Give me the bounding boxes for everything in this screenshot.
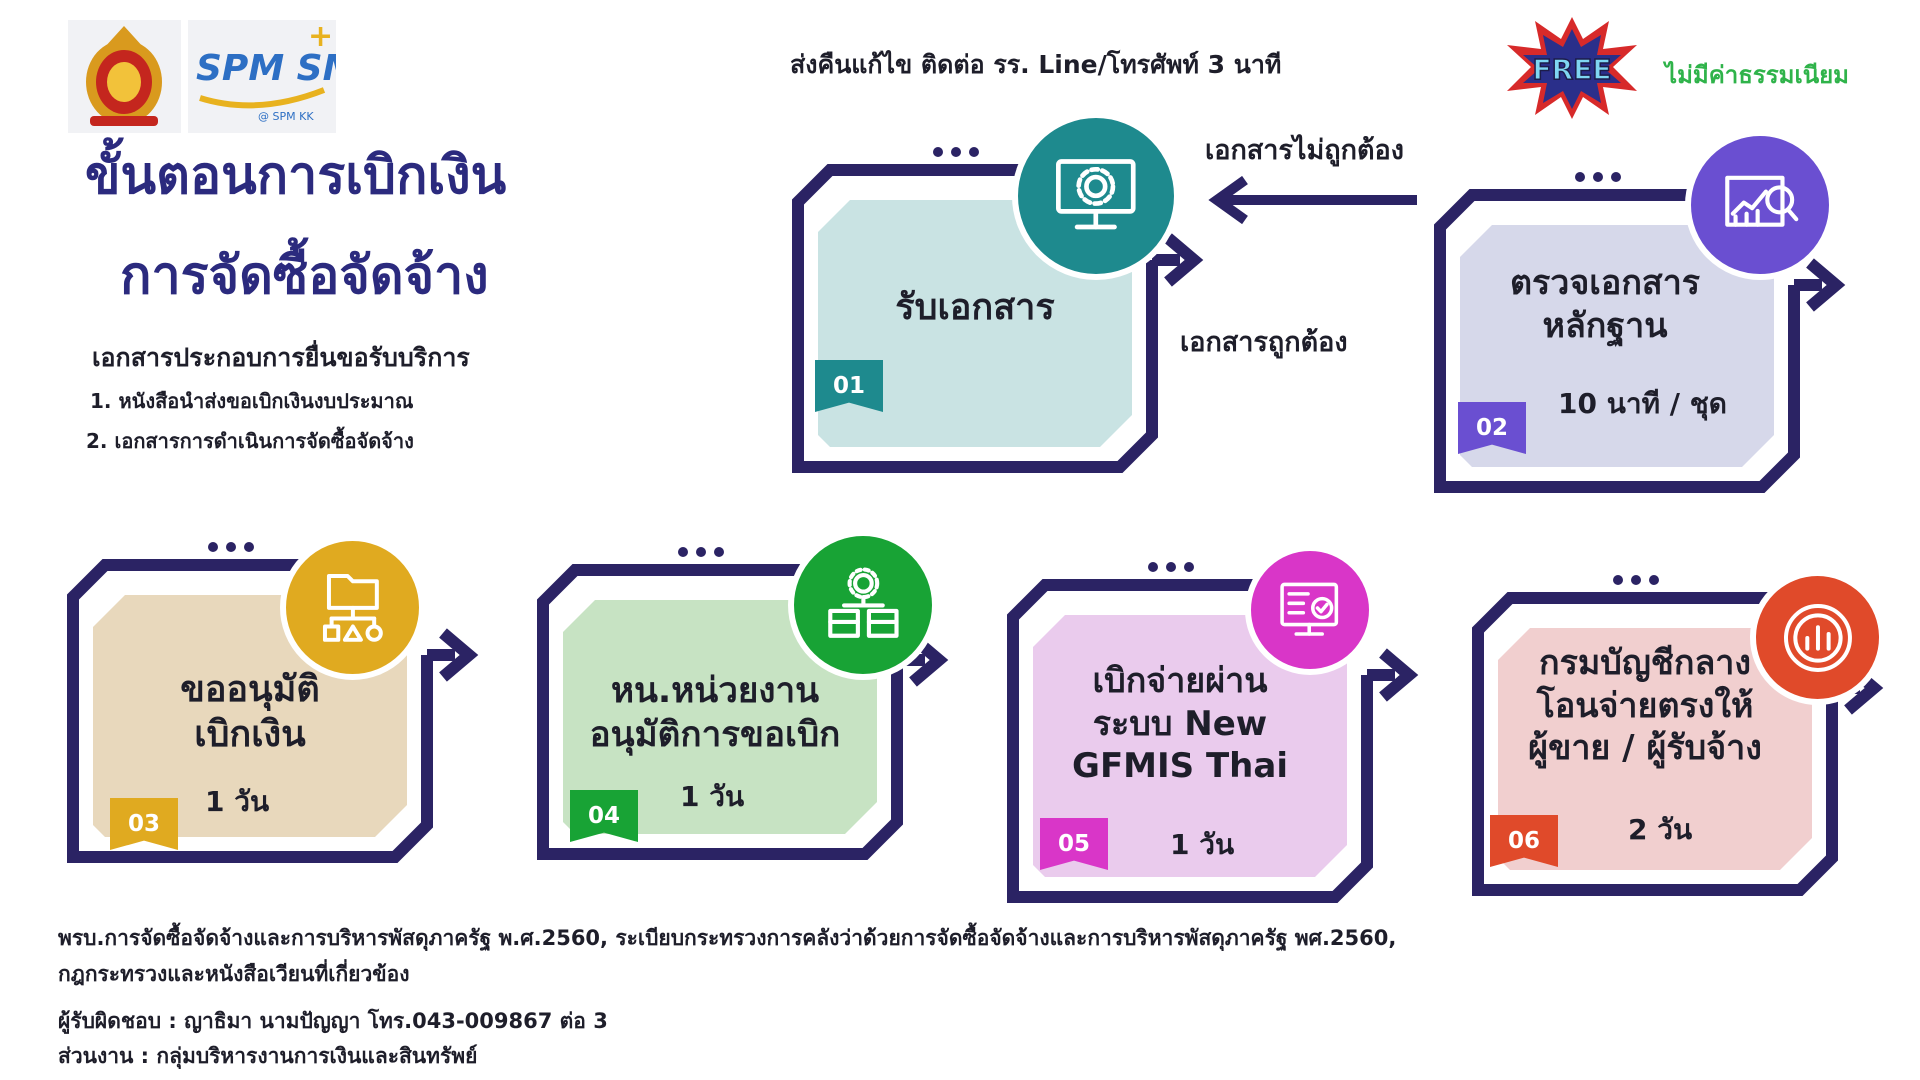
required-documents-heading: เอกสารประกอบการยื่นขอรับบริการ <box>92 343 470 372</box>
regulation-reference: พรบ.การจัดซื้อจัดจ้างและการบริหารพัสดุภา… <box>58 926 1397 950</box>
svg-text:@ SPM KK: @ SPM KK <box>258 110 314 123</box>
responsible-person: ผู้รับผิดชอบ : ญาธิมา นามปัญญา โทร.043-0… <box>58 1009 608 1033</box>
monitor-gear-icon <box>1012 112 1180 280</box>
step-title: รับเอกสาร <box>895 287 1055 328</box>
step-title: หน.หน่วยงาน อนุมัติการขอเบิก <box>589 671 841 755</box>
spm-smart-logo: SPM SMART + @ SPM KK <box>188 19 439 133</box>
svg-text:+: + <box>308 20 333 54</box>
required-document-item: 1. หนังสือนำส่งขอเบิกเงินงบประมาณ <box>90 389 414 413</box>
step-title: ขออนุมัติ เบิกเงิน <box>180 669 320 755</box>
chart-target-icon <box>1750 570 1885 705</box>
step-title: ตรวจเอกสาร หลักฐาน <box>1509 263 1701 346</box>
step-number-badge: 02 <box>1458 402 1526 454</box>
monitor-check-icon <box>1245 545 1375 675</box>
return-arrow-icon <box>1208 176 1417 225</box>
page-title-line2: การจัดซื้อจัดจ้าง <box>120 246 489 306</box>
folder-hierarchy-icon <box>280 535 425 680</box>
step-duration: 1 วัน <box>205 785 270 818</box>
step-duration: 10 นาที / ชุด <box>1558 387 1727 420</box>
step-title: เบิกจ่ายผ่าน ระบบ New GFMIS Thai <box>1072 661 1288 786</box>
gear-boxes-icon <box>788 530 938 680</box>
responsible-unit: ส่วนงาน : กลุ่มบริหารงานการเงินและสินทรั… <box>58 1044 478 1068</box>
free-badge-text: FREE <box>1533 53 1612 86</box>
step-card-frame <box>1472 575 1884 896</box>
step-duration: 1 วัน <box>680 780 745 813</box>
page-title-line1: ขั้นตอนการเบิกเงิน <box>85 146 507 206</box>
step-card-frame <box>537 547 949 860</box>
step-duration: 2 วัน <box>1628 813 1693 846</box>
step-title: กรมบัญชีกลาง โอนจ่ายตรงให้ ผู้ขาย / ผู้ร… <box>1528 643 1762 768</box>
step-card-frame <box>1434 172 1846 493</box>
school-seal-logo <box>68 20 181 133</box>
step-number-badge: 01 <box>815 360 883 412</box>
analytics-magnifier-icon <box>1685 130 1835 280</box>
contact-note: ส่งคืนแก้ไข ติดต่อ รร. Line/โทรศัพท์ 3 น… <box>790 50 1282 79</box>
free-burst-icon: FREE <box>1505 15 1640 124</box>
valid-document-label: เอกสารถูกต้อง <box>1180 327 1348 358</box>
logo-spm-text: SPM SMART <box>196 48 336 89</box>
invalid-document-label: เอกสารไม่ถูกต้อง <box>1205 135 1404 166</box>
step-card-frame <box>1007 562 1419 903</box>
regulation-reference-cont: กฎกระทรวงและหนังสือเวียนที่เกี่ยวข้อง <box>58 962 410 986</box>
step-duration: 1 วัน <box>1170 828 1235 861</box>
no-fee-label: ไม่มีค่าธรรมเนียม <box>1665 61 1849 89</box>
required-document-item: 2. เอกสารการดำเนินการจัดซื้อจัดจ้าง <box>86 429 414 453</box>
